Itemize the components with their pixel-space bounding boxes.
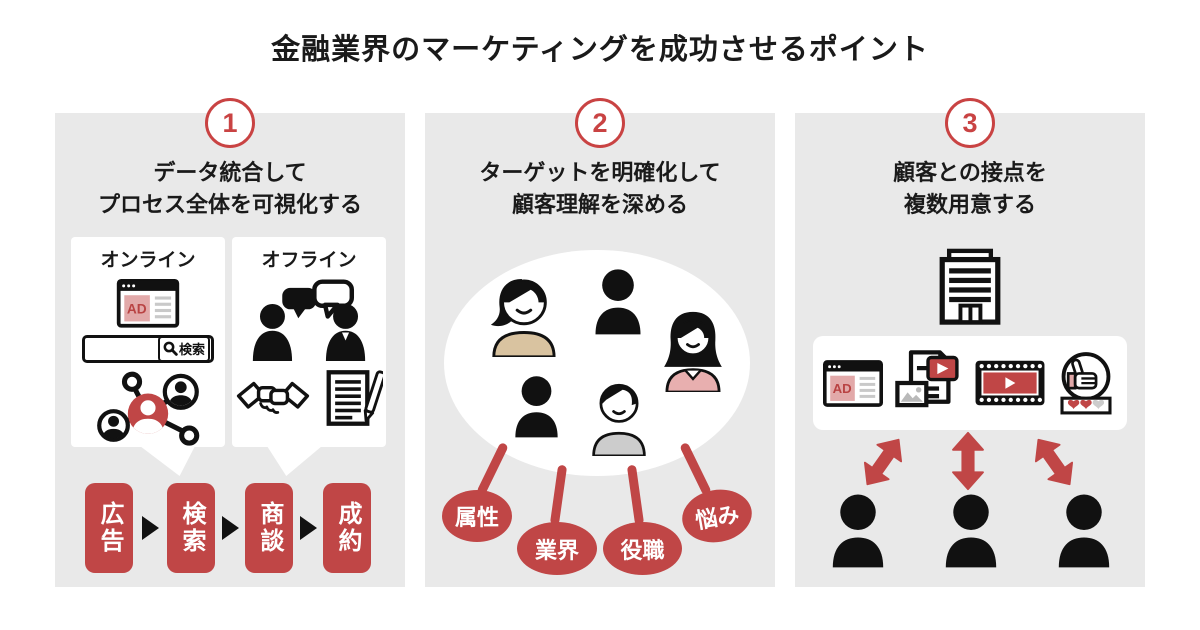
panel-target-understanding: 2 ターゲットを明確化して 顧客理解を深める — [425, 98, 775, 587]
tag-concerns-label: 悩み — [693, 501, 742, 534]
person-silhouette-icon — [515, 376, 558, 438]
flow-step-meeting-label: 商談 — [256, 501, 283, 555]
flow-step-contract: 成約 — [323, 483, 371, 573]
panel3-heading: 顧客との接点を 複数用意する — [795, 157, 1145, 221]
search-icon — [163, 341, 178, 356]
media-channels-bar: AD — [813, 336, 1127, 430]
ad-label: AD — [127, 301, 147, 316]
tag-position-label: 役職 — [620, 537, 665, 563]
flow-arrow-icon — [300, 516, 317, 540]
offline-icons-row — [235, 368, 383, 428]
ad-label: AD — [832, 381, 851, 396]
man-gray-icon — [592, 383, 646, 456]
tag-industry: 業界 — [517, 522, 597, 575]
double-arrow-icon — [952, 431, 984, 491]
flow-arrow-icon — [222, 516, 239, 540]
tag-connector-line — [679, 441, 712, 497]
tag-attributes-label: 属性 — [454, 505, 499, 530]
flow-step-meeting: 商談 — [245, 483, 293, 573]
contract-document-icon — [326, 370, 383, 426]
person-silhouette-icon — [1058, 494, 1110, 568]
woman-pink-icon — [664, 311, 722, 392]
tag-position: 役職 — [603, 522, 682, 575]
panel2-heading-line1: ターゲットを明確化して — [479, 160, 721, 185]
flow-step-contract-label: 成約 — [334, 501, 361, 555]
panel1-number-badge: 1 — [205, 98, 255, 148]
panel2-number-badge: 2 — [575, 98, 625, 148]
search-bar: 検索 — [82, 334, 214, 363]
woman-tan-icon — [490, 279, 556, 357]
video-film-icon — [975, 360, 1045, 406]
conversation-icon — [252, 279, 366, 361]
tag-connector-line — [626, 464, 645, 526]
online-label: オンライン — [100, 250, 196, 271]
flow-step-search-label: 検索 — [178, 501, 205, 555]
person-silhouette-icon — [595, 269, 641, 335]
network-people-icon — [97, 371, 200, 446]
handshake-icon — [236, 381, 310, 414]
page-title: 金融業界のマーケティングを成功させるポイント — [271, 34, 929, 66]
panel3-heading-line2: 複数用意する — [903, 191, 1036, 217]
offline-box-tail — [267, 446, 322, 476]
online-box-tail — [140, 446, 195, 476]
content-documents-icon — [895, 350, 959, 408]
online-box: オンライン AD 検索 — [71, 237, 225, 447]
panel2-heading-line2: 顧客理解を深める — [511, 191, 688, 217]
social-like-icon — [1060, 351, 1112, 414]
tag-industry-label: 業界 — [534, 537, 579, 563]
flow-arrow-icon — [142, 516, 159, 540]
person-silhouette-icon — [832, 494, 884, 568]
tag-attributes: 属性 — [442, 490, 512, 542]
search-button: 検索 — [157, 335, 210, 362]
offline-label: オフライン — [261, 250, 357, 271]
panel-data-integration: 1 データ統合して プロセス全体を可視化する オンライン AD — [55, 98, 405, 587]
company-building-icon — [939, 248, 1001, 325]
flow-step-ad-label: 広告 — [96, 501, 123, 555]
browser-ad-icon: AD — [116, 279, 180, 328]
panel3-heading-line1: 顧客との接点を — [893, 160, 1047, 185]
offline-box: オフライン — [232, 237, 386, 447]
tag-concerns: 悩み — [678, 484, 756, 548]
search-button-label: 検索 — [178, 342, 205, 358]
panel3-number-badge: 3 — [945, 98, 995, 148]
flow-step-search: 検索 — [167, 483, 215, 573]
double-arrow-icon — [863, 438, 903, 486]
double-arrow-icon — [1034, 438, 1074, 486]
panel-touchpoints: 3 顧客との接点を 複数用意する AD — [795, 98, 1145, 587]
panel1-heading-line1: データ統合して — [153, 160, 307, 185]
tag-connector-line — [549, 464, 568, 526]
tag-connector-line — [476, 441, 509, 497]
flow-step-ad: 広告 — [85, 483, 133, 573]
browser-ad-icon: AD — [822, 359, 883, 407]
panel1-heading: データ統合して プロセス全体を可視化する — [55, 157, 405, 221]
panel2-heading: ターゲットを明確化して 顧客理解を深める — [425, 157, 775, 221]
person-silhouette-icon — [945, 494, 997, 568]
panel1-heading-line2: プロセス全体を可視化する — [97, 191, 362, 217]
